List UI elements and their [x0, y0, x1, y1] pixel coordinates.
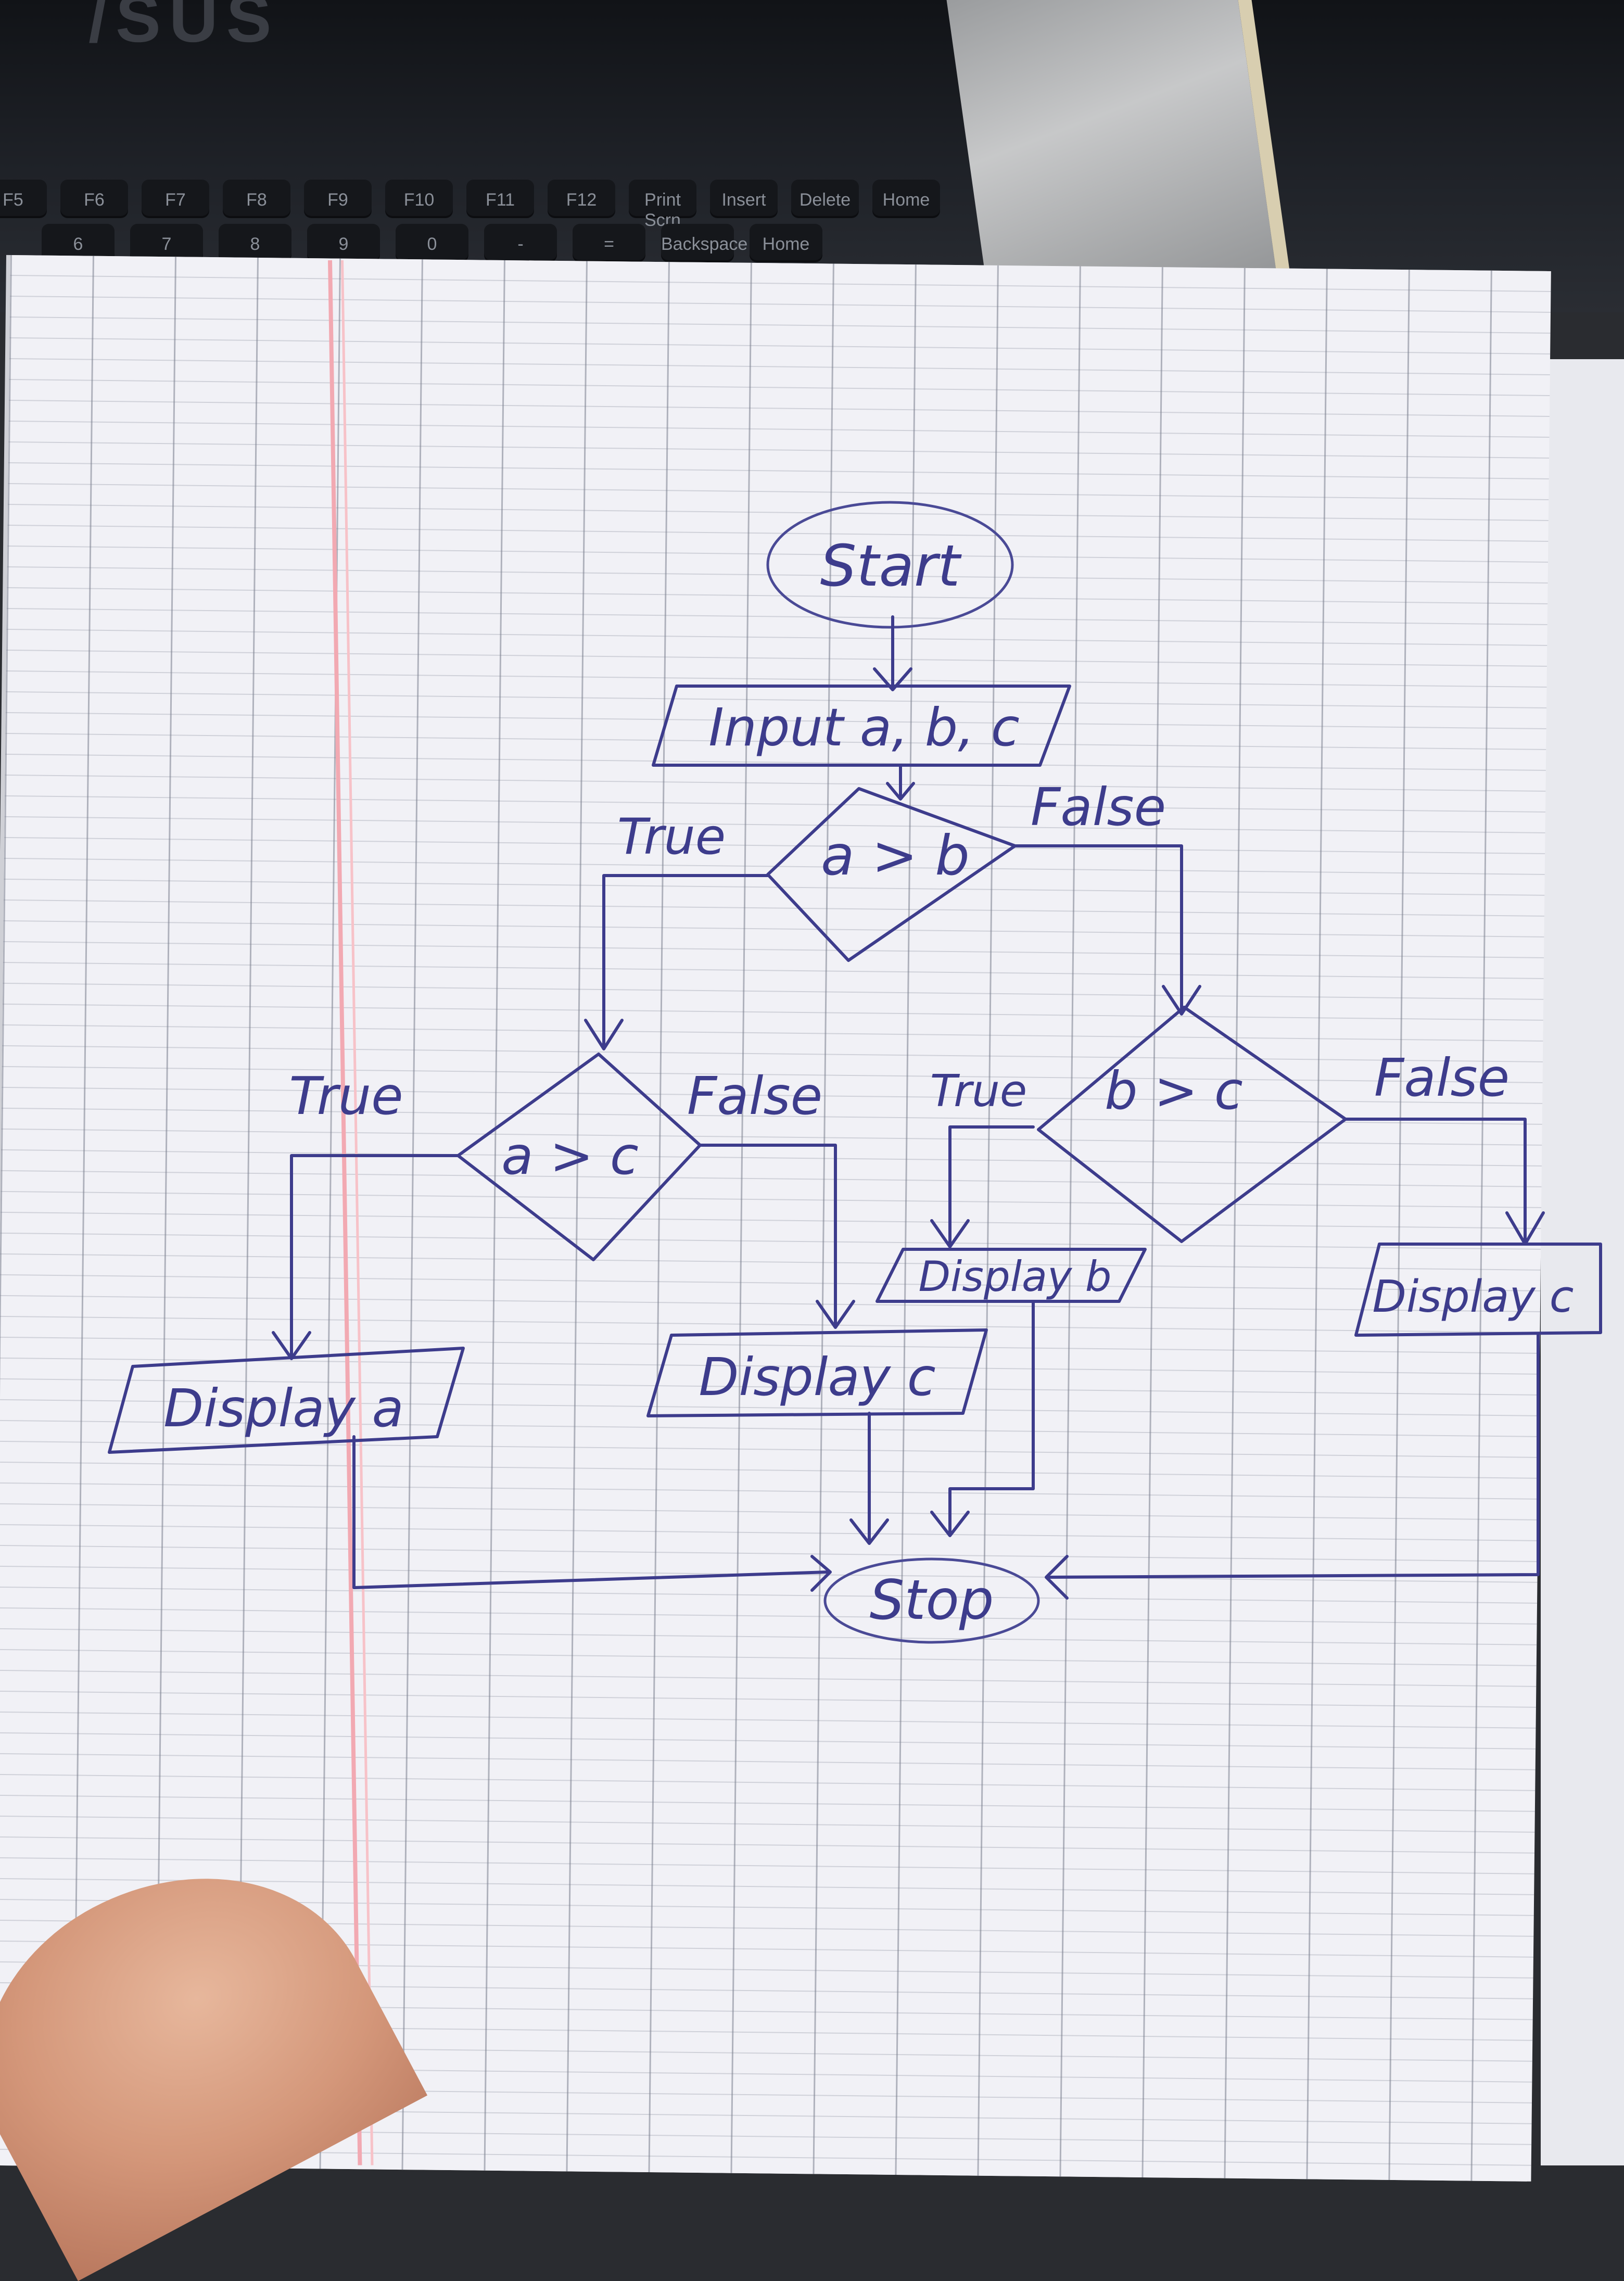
true-label-ab: True — [617, 808, 726, 866]
number-key: 6 — [42, 224, 115, 260]
arrow-ab-false — [1013, 844, 1201, 1016]
key-label: Insert — [721, 189, 766, 210]
function-key: Insert — [710, 180, 778, 216]
number-key: 9 — [307, 224, 380, 260]
key-label: Home — [882, 189, 930, 210]
key-label: F9 — [327, 189, 348, 210]
key-label: 8 — [250, 234, 260, 254]
key-label: F8 — [246, 189, 267, 210]
number-key: 7 — [130, 224, 203, 260]
function-key: Home — [872, 180, 940, 216]
display-b-box — [876, 1248, 1147, 1303]
decision-bc-label: b > c — [1105, 1060, 1243, 1121]
arrow-display-c-left-stop — [849, 1412, 889, 1545]
start-terminal — [766, 501, 1014, 629]
true-label-ac: True — [289, 1066, 403, 1126]
number-key: Home — [750, 224, 822, 260]
arrow-ac-false — [699, 1144, 855, 1329]
arrow-input-decision — [886, 764, 915, 801]
number-key: 8 — [219, 224, 291, 260]
function-key: F6 — [60, 180, 128, 216]
display-c-right-label: Display c — [1372, 1271, 1574, 1323]
display-c-left-label: Display c — [699, 1347, 935, 1408]
key-label: Home — [762, 234, 810, 254]
function-key: F11 — [466, 180, 534, 216]
false-label-bc: False — [1374, 1047, 1509, 1108]
function-key: F7 — [142, 180, 209, 216]
decision-a-gt-b — [766, 787, 1017, 962]
number-key: = — [573, 224, 645, 260]
arrow-ac-true — [272, 1154, 460, 1360]
key-label: - — [517, 234, 524, 254]
arrow-display-c-right-stop — [1045, 1334, 1540, 1600]
number-key: 0 — [396, 224, 468, 260]
arrow-display-a-stop — [352, 1435, 832, 1592]
key-label: F12 — [566, 189, 597, 210]
decision-ac-label: a > c — [501, 1125, 639, 1186]
input-parallelogram — [652, 685, 1071, 767]
arrow-bc-false — [1344, 1118, 1545, 1246]
function-key: F5 — [0, 180, 47, 216]
stop-terminal — [823, 1557, 1040, 1644]
display-a-box — [108, 1347, 465, 1454]
number-key: - — [484, 224, 557, 260]
flowchart: Start Input a, b, c a > b True False a >… — [108, 501, 1602, 1644]
display-c-left-box — [646, 1328, 988, 1417]
arrow-display-b-stop — [930, 1300, 1035, 1537]
start-label: Start — [820, 533, 962, 599]
key-label: 7 — [161, 234, 172, 254]
display-b-label: Display b — [918, 1252, 1111, 1301]
arrow-ab-true — [584, 874, 769, 1050]
display-a-label: Display a — [163, 1378, 404, 1439]
function-key: F10 — [385, 180, 453, 216]
false-label-ac: False — [687, 1066, 822, 1126]
number-key: Backspace — [661, 224, 748, 260]
stop-label: Stop — [870, 1568, 994, 1632]
display-c-right-box — [1354, 1243, 1602, 1337]
true-label-bc: True — [930, 1066, 1027, 1117]
key-label: Delete — [799, 189, 851, 210]
false-label-ab: False — [1031, 777, 1166, 838]
key-label: F10 — [403, 189, 435, 210]
function-key: Delete — [791, 180, 859, 216]
key-label: = — [604, 234, 614, 254]
key-label: F11 — [485, 189, 515, 210]
key-label: 0 — [427, 234, 437, 254]
arrow-bc-true — [930, 1125, 1035, 1248]
function-key: Print Scrn — [629, 180, 696, 230]
key-label: 9 — [338, 234, 349, 254]
key-label: F7 — [165, 189, 186, 210]
key-label: F5 — [3, 189, 23, 210]
key-label: Backspace — [661, 234, 748, 254]
key-label: F6 — [84, 189, 105, 210]
function-key: F8 — [223, 180, 290, 216]
key-label: 6 — [73, 234, 83, 254]
book-edge — [1541, 359, 1624, 2165]
function-key: F12 — [548, 180, 615, 216]
decision-a-gt-c — [456, 1053, 702, 1261]
input-label: Input a, b, c — [708, 697, 1020, 758]
brand-logo: /SUS — [88, 0, 280, 56]
function-key: F9 — [304, 180, 372, 216]
decision-ab-label: a > b — [821, 824, 970, 888]
arrow-start-input — [873, 615, 912, 691]
decision-b-gt-c — [1037, 1006, 1347, 1243]
